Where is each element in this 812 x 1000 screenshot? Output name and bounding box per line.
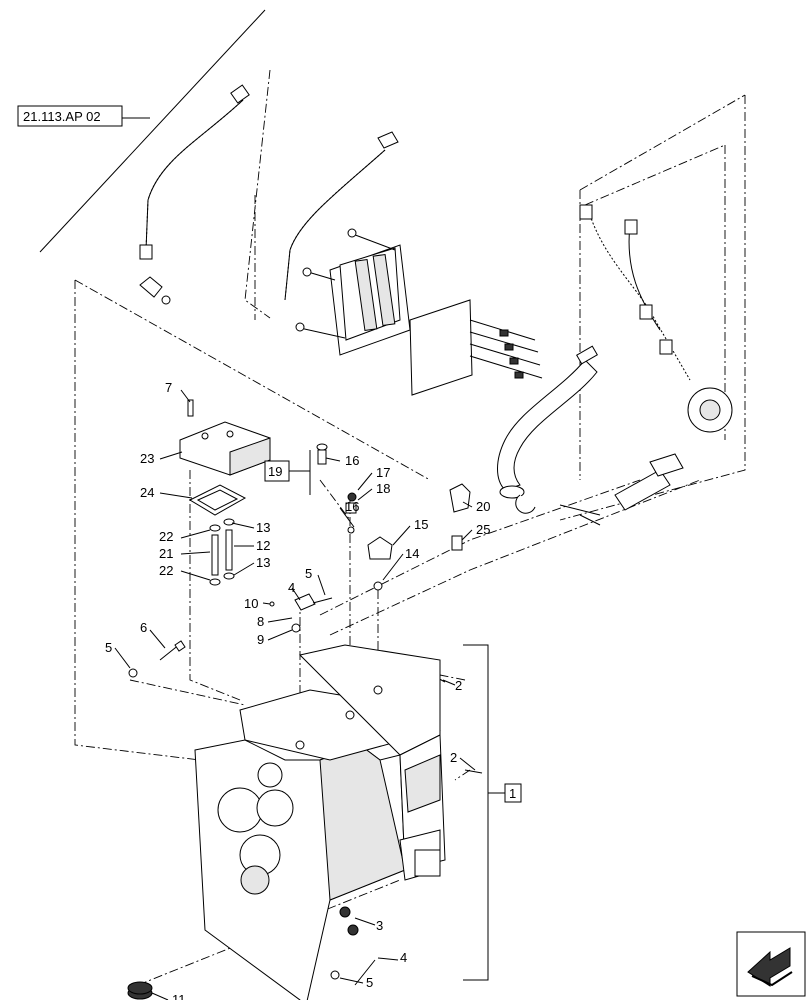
- transmission-housing: [194, 644, 446, 1000]
- bracket-bolts: [469, 319, 543, 379]
- reference-label: 21.113.AP 02: [23, 109, 101, 124]
- callout-21: 21: [159, 546, 173, 561]
- callout-8: 8: [257, 614, 264, 629]
- callout-22: 22: [159, 563, 173, 578]
- callout-18: 18: [376, 481, 390, 496]
- callout-11: 11: [172, 992, 186, 1000]
- callout-4: 4: [288, 580, 295, 595]
- callout-2: 2: [450, 750, 457, 765]
- reference-bracket-line: [39, 9, 266, 253]
- fittings: [128, 443, 483, 986]
- callout-25: 25: [476, 522, 490, 537]
- callout-22: 22: [159, 529, 173, 544]
- callout-6: 6: [140, 620, 147, 635]
- callout-13: 13: [256, 555, 270, 570]
- callout-5: 5: [305, 566, 312, 581]
- leader-lines: [114, 389, 476, 1000]
- callout-5: 5: [366, 975, 373, 990]
- group-19-bracket: [264, 450, 311, 495]
- alignment-lines: [74, 69, 746, 986]
- callout-10: 10: [244, 596, 258, 611]
- callout-19: 19: [268, 464, 282, 479]
- callout-16: 16: [345, 499, 359, 514]
- callout-23: 23: [140, 451, 154, 466]
- callout-3: 3: [376, 918, 383, 933]
- group-1-bracket: [463, 644, 522, 981]
- wiring-harness-center: [284, 131, 399, 301]
- callout-17: 17: [376, 465, 390, 480]
- gasket: [188, 484, 247, 516]
- speed-sensor: [515, 453, 684, 526]
- callout-labels: 1 2 2 3 4 4 5 5 5 6 7 8 9 10 11 12 13 13…: [105, 380, 516, 1000]
- callout-5: 5: [105, 640, 112, 655]
- callout-16: 16: [345, 453, 359, 468]
- callout-14: 14: [405, 546, 419, 561]
- valve-bracket-assembly: [295, 228, 473, 396]
- callout-7: 7: [165, 380, 172, 395]
- callout-2: 2: [455, 678, 462, 693]
- hose: [497, 345, 598, 499]
- reference-callout[interactable]: 21.113.AP 02: [17, 105, 123, 127]
- callout-1: 1: [509, 786, 516, 801]
- pipes: [209, 518, 235, 586]
- plug: [127, 981, 153, 1000]
- callout-24: 24: [140, 485, 154, 500]
- wiring-harness-left: [139, 84, 250, 305]
- callout-20: 20: [476, 499, 490, 514]
- wiring-harness-right: [579, 204, 733, 433]
- callout-1-box[interactable]: [504, 783, 522, 803]
- callout-15: 15: [414, 517, 428, 532]
- control-valve-cover: [179, 399, 271, 476]
- next-page-arrow-icon[interactable]: [736, 931, 806, 997]
- callout-4: 4: [400, 950, 407, 965]
- callout-13: 13: [256, 520, 270, 535]
- callout-9: 9: [257, 632, 264, 647]
- callout-12: 12: [256, 538, 270, 553]
